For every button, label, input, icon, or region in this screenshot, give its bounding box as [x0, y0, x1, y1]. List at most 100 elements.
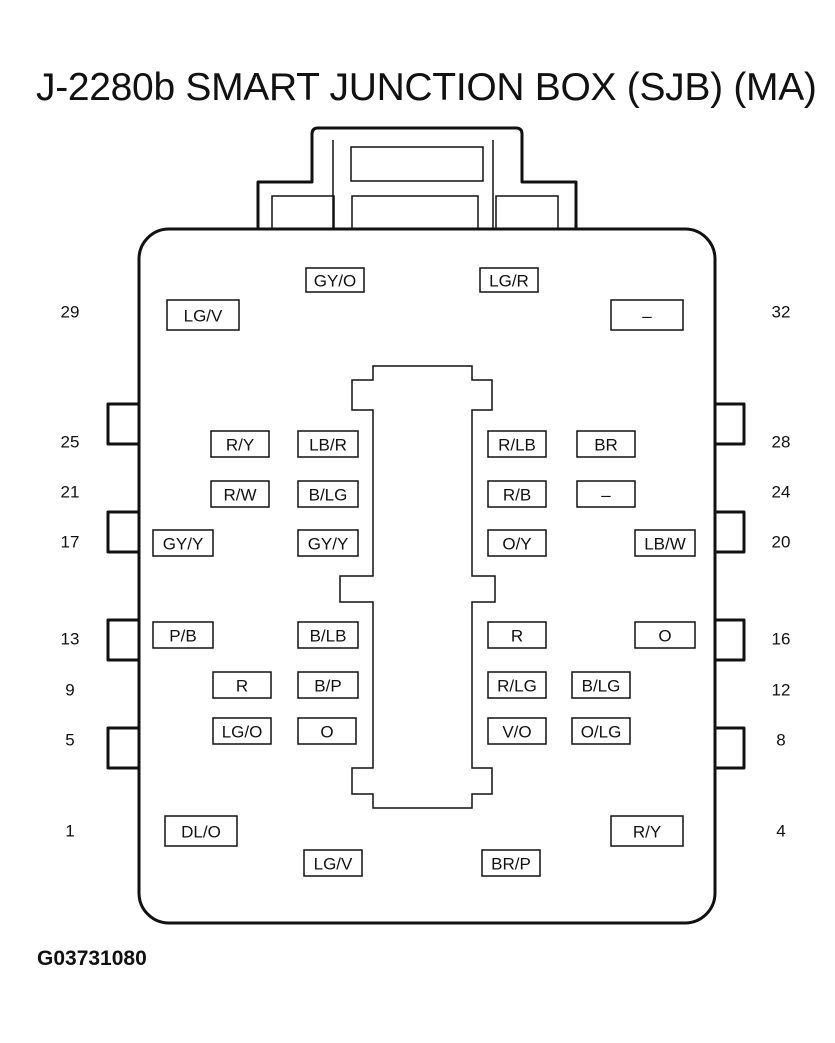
- wire-cavity: V/O: [487, 717, 547, 745]
- wire-label-box: [571, 671, 631, 699]
- wire-cavity: R: [212, 671, 272, 699]
- wire-color-label: B/LG: [309, 486, 348, 505]
- wire-label-box: [487, 480, 547, 508]
- wire-label-box: [487, 621, 547, 649]
- wire-color-label: O: [320, 723, 333, 742]
- wire-cavity: BR: [576, 430, 636, 458]
- wire-label-box: [571, 717, 631, 745]
- wire-label-box: [303, 849, 363, 877]
- wire-cavity: R: [487, 621, 547, 649]
- wire-label-box: [152, 529, 214, 557]
- wire-cavity: R/Y: [210, 430, 270, 458]
- wire-cavity: LG/O: [212, 717, 272, 745]
- connector-body: [137, 227, 717, 925]
- pin-number: 9: [65, 680, 74, 699]
- wire-color-label: BR/P: [491, 855, 531, 874]
- wire-color-label: –: [601, 486, 611, 505]
- wire-cavity: B/LG: [297, 480, 359, 508]
- wire-label-box: [210, 430, 270, 458]
- figure-id: G03731080: [37, 947, 147, 970]
- wire-color-label: –: [642, 307, 652, 326]
- pin-number: 13: [61, 629, 80, 648]
- wire-cavity: GY/O: [305, 267, 365, 293]
- connector-latch: [256, 126, 578, 231]
- wire-label-box: [212, 717, 272, 745]
- wire-cavity: O: [297, 717, 357, 745]
- pin-number: 17: [61, 532, 80, 551]
- side-tabs: [106, 402, 746, 770]
- wire-cavity: O: [634, 621, 696, 649]
- wire-cavity: B/LB: [297, 621, 359, 649]
- wire-label-box: [297, 717, 357, 745]
- wire-cavity: B/P: [297, 671, 359, 699]
- wire-color-label: R/Y: [633, 823, 661, 842]
- wire-color-label: GY/O: [314, 272, 357, 291]
- wire-color-label: LG/R: [489, 272, 529, 291]
- wire-cavity: –: [576, 480, 636, 508]
- wire-color-label: P/B: [169, 627, 196, 646]
- pin-number: 5: [65, 730, 74, 749]
- pin-number: 21: [61, 482, 80, 501]
- wire-cavity: O/Y: [487, 529, 547, 557]
- pin-number: 12: [772, 680, 791, 699]
- wire-color-label: B/LG: [582, 677, 621, 696]
- wire-label-box: [610, 299, 684, 331]
- wire-label-box: [297, 430, 359, 458]
- wire-color-label: R/LB: [498, 436, 536, 455]
- wire-label-box: [487, 430, 547, 458]
- wire-color-label: B/P: [314, 677, 341, 696]
- wire-color-label: BR: [594, 436, 618, 455]
- wire-cavity: B/LG: [571, 671, 631, 699]
- wire-cavity: LB/R: [297, 430, 359, 458]
- wire-cavity: BR/P: [481, 849, 541, 877]
- pin-number: 25: [61, 432, 80, 451]
- pin-number: 1: [65, 821, 74, 840]
- wire-label-box: [576, 480, 636, 508]
- wire-cavity: –: [610, 299, 684, 331]
- wire-label-box: [297, 621, 359, 649]
- wire-color-label: LG/O: [222, 723, 263, 742]
- wire-label-box: [297, 480, 359, 508]
- wire-color-labels: GY/O LG/R LG/V – R/Y LB/R R/LB BR R/W B/LG R/B – GY/…: [152, 267, 696, 877]
- wire-cavity: LG/V: [303, 849, 363, 877]
- pin-number: 20: [772, 532, 791, 551]
- wire-label-box: [610, 815, 684, 847]
- wire-color-label: O: [658, 627, 671, 646]
- wire-cavity: R/LB: [487, 430, 547, 458]
- wire-color-label: V/O: [502, 723, 531, 742]
- pin-number: 24: [772, 482, 791, 501]
- wire-color-label: R: [236, 677, 248, 696]
- wire-color-label: DL/O: [181, 823, 221, 842]
- wire-label-box: [297, 529, 359, 557]
- wire-color-label: LG/V: [314, 855, 353, 874]
- wire-label-box: [212, 671, 272, 699]
- wire-cavity: P/B: [152, 621, 214, 649]
- wire-label-box: [166, 299, 240, 331]
- wire-color-label: GY/Y: [163, 535, 204, 554]
- wire-label-box: [305, 267, 365, 293]
- pin-number: 29: [61, 302, 80, 321]
- wire-cavity: DL/O: [164, 815, 238, 847]
- wire-cavity: R/W: [210, 480, 270, 508]
- wire-cavity: R/B: [487, 480, 547, 508]
- center-keyway: [339, 365, 496, 809]
- wire-cavity: GY/Y: [152, 529, 214, 557]
- wire-cavity: LB/W: [634, 529, 696, 557]
- wire-label-box: [481, 849, 541, 877]
- wire-label-box: [297, 671, 359, 699]
- pin-number: 8: [776, 730, 785, 749]
- wire-cavity: LG/V: [166, 299, 240, 331]
- wire-cavity: R/Y: [610, 815, 684, 847]
- pin-number: 28: [772, 432, 791, 451]
- wire-label-box: [634, 621, 696, 649]
- wire-color-label: R: [511, 627, 523, 646]
- pin-number: 4: [776, 821, 785, 840]
- wire-color-label: B/LB: [310, 627, 347, 646]
- wire-label-box: [210, 480, 270, 508]
- wire-label-box: [152, 621, 214, 649]
- pin-number: 32: [772, 302, 791, 321]
- wire-color-label: LG/V: [184, 307, 223, 326]
- wire-color-label: GY/Y: [308, 535, 349, 554]
